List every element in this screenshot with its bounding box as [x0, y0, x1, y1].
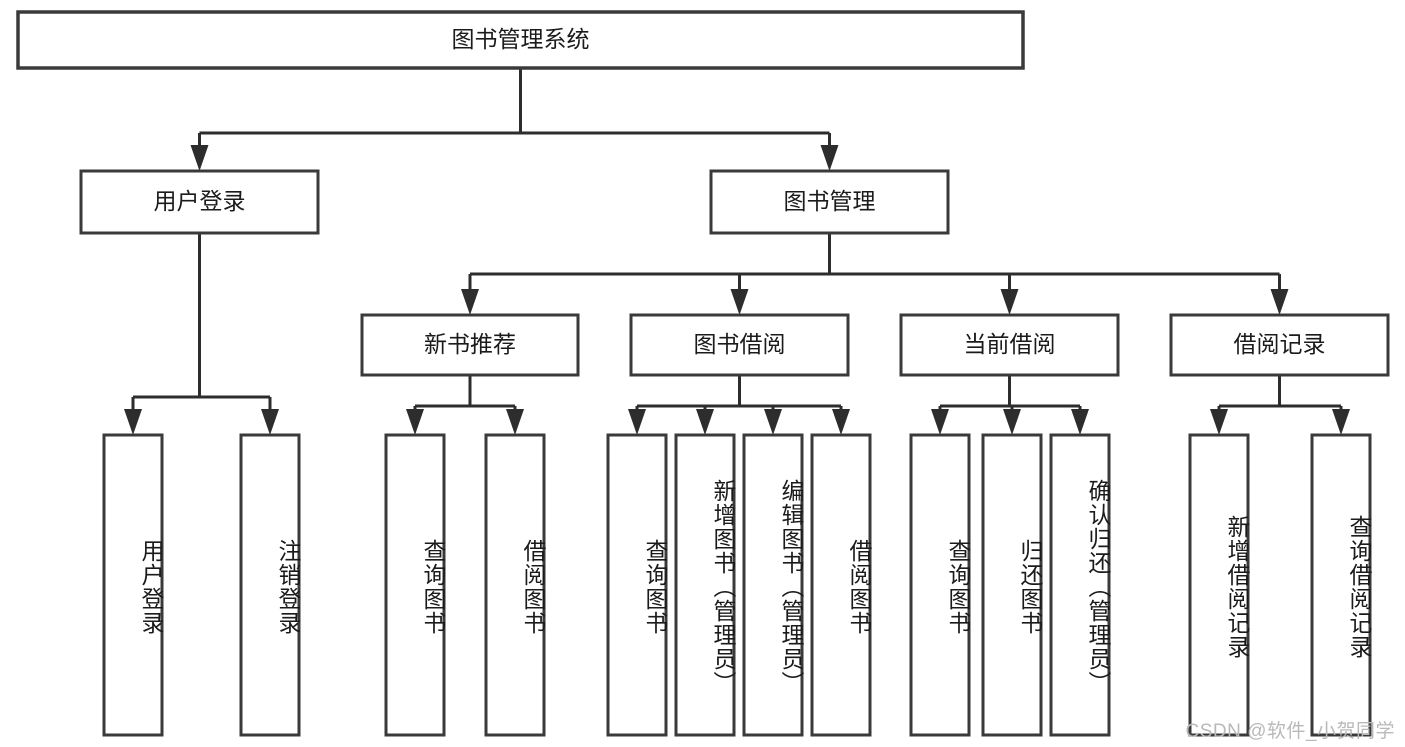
node-box[interactable]	[981, 433, 1043, 737]
arrow-head-icon	[261, 409, 279, 435]
node-box[interactable]	[1169, 313, 1390, 377]
node-query-borrow-record[interactable]	[1310, 433, 1372, 737]
node-label: 借阅记录	[1234, 331, 1326, 357]
node-add-borrow-record[interactable]	[1188, 433, 1250, 737]
node-book-management[interactable]	[709, 169, 950, 235]
node-logout[interactable]	[239, 433, 301, 737]
node-user-login[interactable]	[102, 433, 164, 737]
node-label: 图书借阅	[694, 331, 786, 357]
node-add-book-admin[interactable]	[674, 433, 736, 737]
node-box[interactable]	[899, 313, 1120, 377]
node-borrow-book[interactable]	[484, 433, 546, 737]
node-current-borrow[interactable]	[899, 313, 1120, 377]
arrow-head-icon	[764, 409, 782, 435]
node-return-book[interactable]	[981, 433, 1043, 737]
arrow-head-icon	[1000, 289, 1019, 315]
arrow-head-icon	[628, 409, 646, 435]
node-user-login[interactable]	[79, 169, 320, 235]
node-box[interactable]	[709, 169, 950, 235]
node-query-book[interactable]	[606, 433, 668, 737]
arrow-head-icon	[832, 409, 850, 435]
node-label: 新书推荐	[424, 331, 516, 357]
node-box[interactable]	[674, 433, 736, 737]
arrow-head-icon	[1332, 409, 1350, 435]
arrow-head-icon	[124, 409, 142, 435]
node-box[interactable]	[360, 313, 580, 377]
node-confirm-return-admin[interactable]	[1049, 433, 1111, 737]
arrow-head-icon	[1270, 289, 1289, 315]
arrow-head-icon	[506, 409, 524, 435]
node-box[interactable]	[79, 169, 320, 235]
node-book-management-system[interactable]	[16, 10, 1025, 70]
node-borrow-record[interactable]	[1169, 313, 1390, 377]
arrow-head-icon	[1071, 409, 1089, 435]
node-box[interactable]	[629, 313, 850, 377]
node-box[interactable]	[742, 433, 804, 737]
csdn-watermark: CSDN @软件_小贺同学	[1185, 721, 1395, 742]
node-box[interactable]	[1310, 433, 1372, 737]
arrow-head-icon	[730, 289, 749, 315]
arrow-head-icon	[406, 409, 424, 435]
node-box[interactable]	[16, 10, 1025, 70]
arrow-head-icon	[1003, 409, 1021, 435]
node-book-borrow[interactable]	[629, 313, 850, 377]
node-new-book-recommend[interactable]	[360, 313, 580, 377]
arrow-head-icon	[931, 409, 949, 435]
node-query-book[interactable]	[909, 433, 971, 737]
node-box[interactable]	[909, 433, 971, 737]
node-box-layer	[16, 10, 1390, 737]
node-borrow-book[interactable]	[810, 433, 872, 737]
arrow-head-icon	[696, 409, 714, 435]
node-edit-book-admin[interactable]	[742, 433, 804, 737]
node-box[interactable]	[102, 433, 164, 737]
node-label: 图书管理	[784, 188, 876, 214]
node-box[interactable]	[484, 433, 546, 737]
arrow-head-icon	[461, 289, 479, 315]
node-box[interactable]	[606, 433, 668, 737]
arrow-head-icon	[190, 145, 209, 171]
node-label: 图书管理系统	[452, 26, 590, 52]
arrow-head-icon	[820, 145, 839, 171]
arrow-head-icon	[1210, 409, 1228, 435]
node-box[interactable]	[1188, 433, 1250, 737]
node-label: 用户登录	[154, 188, 246, 214]
node-box[interactable]	[810, 433, 872, 737]
node-label: 当前借阅	[964, 331, 1056, 357]
node-box[interactable]	[384, 433, 446, 737]
connector-layer	[124, 68, 1350, 435]
node-box[interactable]	[1049, 433, 1111, 737]
node-query-book[interactable]	[384, 433, 446, 737]
node-box[interactable]	[239, 433, 301, 737]
